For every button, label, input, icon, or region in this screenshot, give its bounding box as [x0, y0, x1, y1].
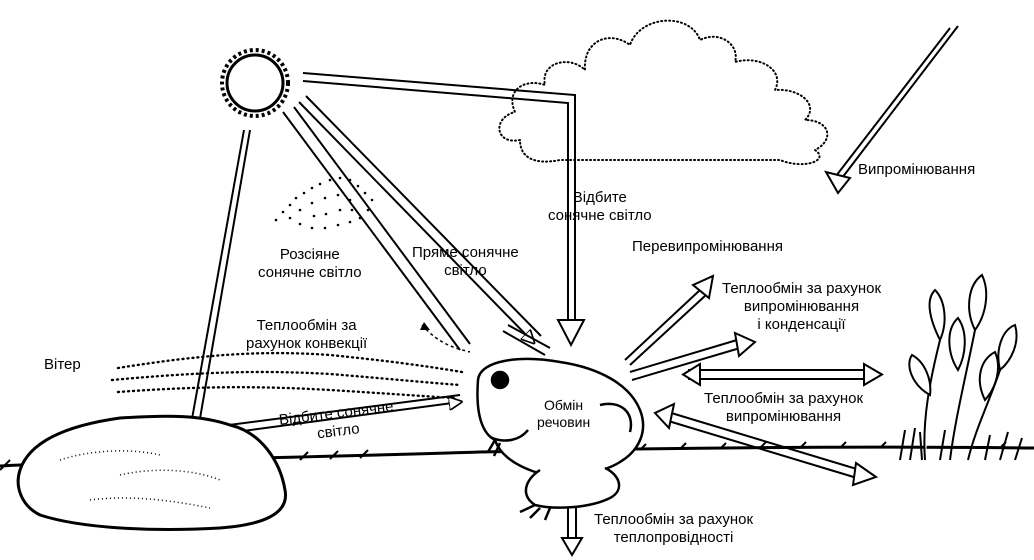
rock-icon	[18, 416, 285, 529]
heat-radiation-condensation-line3: і конденсації	[722, 316, 881, 334]
direct-sunlight-label: Пряме сонячне світло	[412, 244, 519, 280]
conduction-line2: теплопровідності	[594, 529, 753, 547]
heat-radiation-line2: випромінювання	[704, 408, 863, 426]
reflected-sunlight-top-label: Відбите сонячне світло	[548, 189, 652, 225]
reradiation-label: Перевипромінювання	[632, 238, 783, 256]
scattered-sunlight-line1: Розсіяне	[258, 246, 362, 264]
sun-icon	[222, 50, 288, 116]
wind-lines-icon	[112, 353, 462, 398]
wind-label: Вітер	[44, 356, 81, 374]
heat-radiation-line1: Теплообмін за рахунок	[704, 390, 863, 408]
conduction-line1: Теплообмін за рахунок	[594, 511, 753, 529]
metabolism-line2: речовин	[537, 414, 590, 431]
heat-radiation-condensation-line2: випромінювання	[722, 298, 881, 316]
metabolism-label: Обмін речовин	[537, 397, 590, 431]
direct-sunlight-line1: Пряме сонячне	[412, 244, 519, 262]
frog-icon	[477, 359, 643, 520]
metabolism-line1: Обмін	[537, 397, 590, 414]
reflected-light-arrow	[558, 320, 584, 345]
reflected-sunlight-top-line2: сонячне світло	[548, 207, 652, 225]
radiation-label: Випромінювання	[858, 161, 975, 179]
convection-label: Теплообмін за рахунок конвекції	[246, 317, 367, 353]
direct-sunlight-line2: світло	[412, 262, 519, 280]
conduction-label: Теплообмін за рахунок теплопровідності	[594, 511, 753, 547]
convection-line1: Теплообмін за	[246, 317, 367, 335]
plant-icon	[900, 275, 1022, 460]
scattered-sunlight-label: Розсіяне сонячне світло	[258, 246, 362, 282]
scattered-light-dots-icon	[275, 177, 374, 230]
heat-radiation-label: Теплообмін за рахунок випромінювання	[704, 390, 863, 426]
heat-radiation-condensation-label: Теплообмін за рахунок випромінювання і к…	[722, 280, 881, 334]
convection-line2: рахунок конвекції	[246, 335, 367, 353]
reflected-sunlight-top-line1: Відбите	[548, 189, 652, 207]
heat-radiation-condensation-line1: Теплообмін за рахунок	[722, 280, 881, 298]
scattered-sunlight-line2: сонячне світло	[258, 264, 362, 282]
